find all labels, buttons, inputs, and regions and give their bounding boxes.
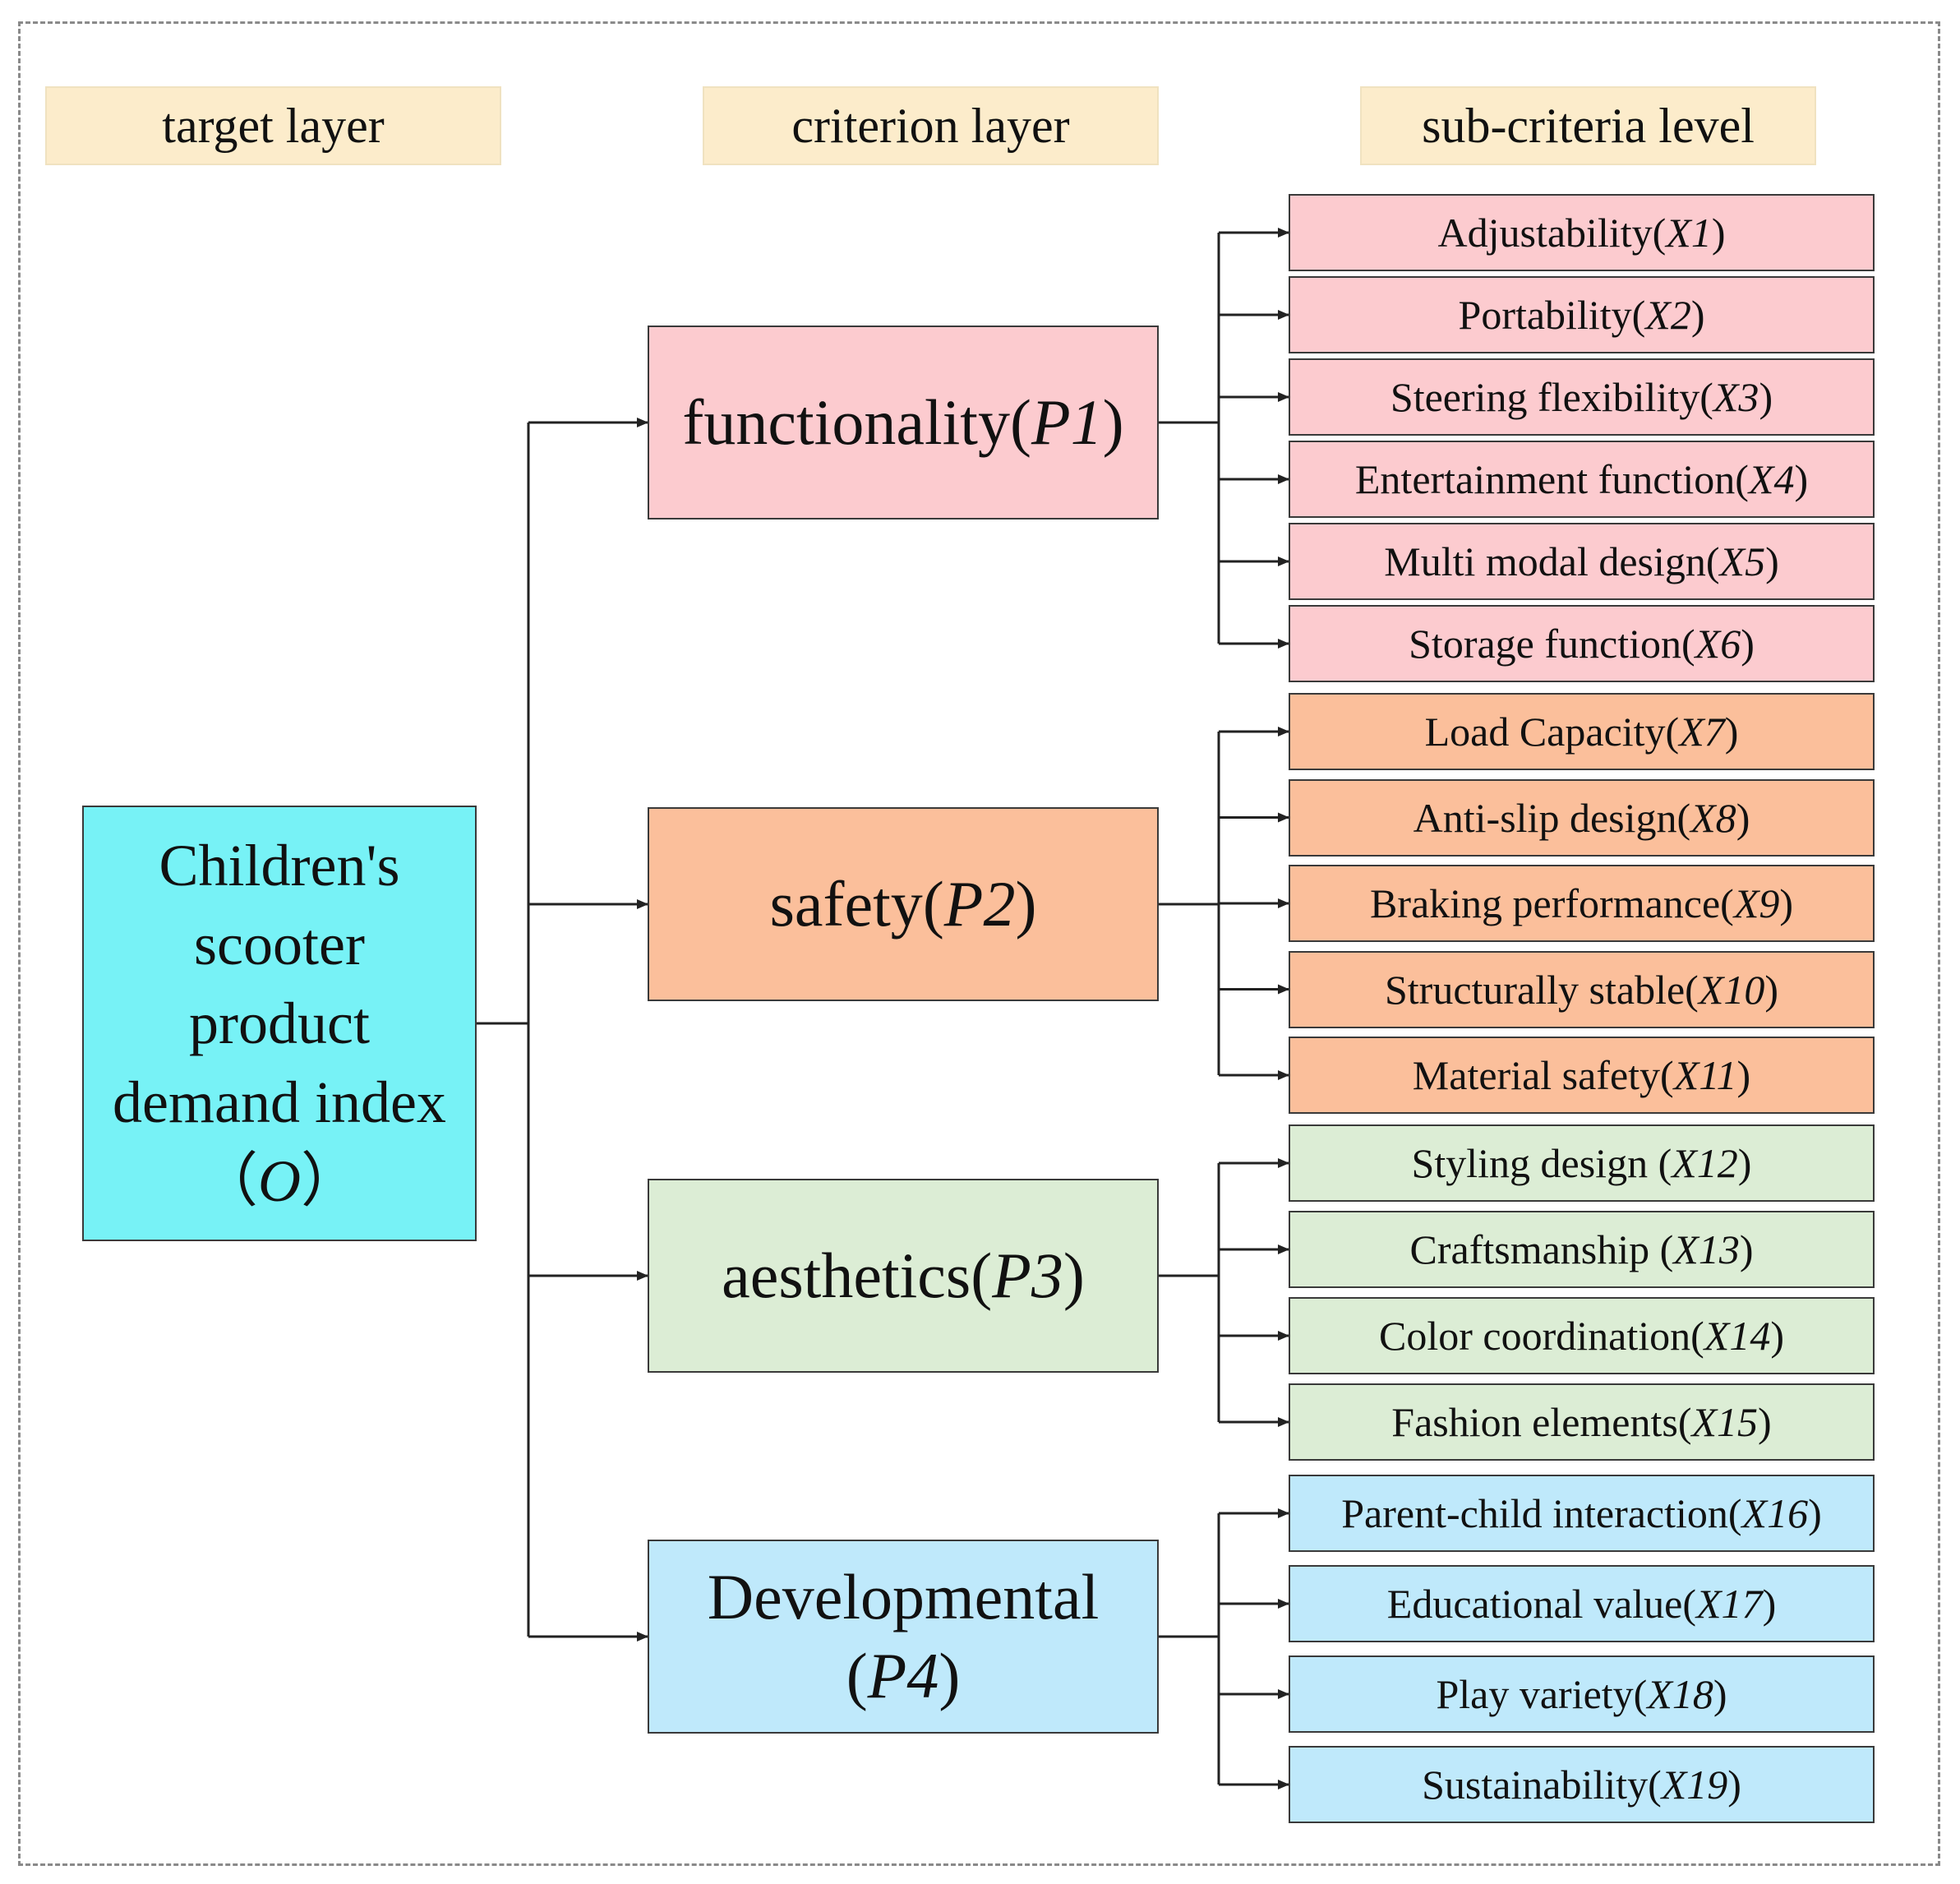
subcriterion-x15: Fashion elements(X15) (1289, 1383, 1875, 1461)
subcriterion-x10: Structurally stable(X10) (1289, 951, 1875, 1028)
criterion-developmental: Developmental (P4) (648, 1540, 1159, 1734)
criterion-label: aesthetics(P3) (722, 1236, 1085, 1315)
criterion-name: safety (769, 868, 923, 940)
subcriterion-name: Structurally stable (1384, 967, 1686, 1013)
subcriterion-code: (X15) (1677, 1399, 1772, 1445)
subcriterion-x2: Portability(X2) (1289, 276, 1875, 353)
subcriterion-name: Multi modal design (1384, 538, 1706, 584)
subcriterion-x14: Color coordination(X14) (1289, 1297, 1875, 1374)
criterion-code: (P4) (846, 1640, 961, 1711)
goal-code-open: （ (198, 1148, 258, 1214)
goal-label-line: Children's (159, 833, 400, 898)
subcriterion-name: Color coordination (1379, 1313, 1691, 1359)
subcriterion-name: Sustainability (1422, 1762, 1649, 1808)
criterion-functionality: functionality(P1) (648, 326, 1159, 519)
subcriterion-name: Anti-slip design (1413, 795, 1677, 841)
subcriterion-name: Entertainment function (1354, 456, 1736, 502)
subcriterion-x9: Braking performance(X9) (1289, 865, 1875, 942)
criterion-safety: safety(P2) (648, 807, 1159, 1001)
subcriterion-name: Play variety (1436, 1671, 1634, 1717)
criterion-code: (P2) (922, 868, 1037, 940)
subcriterion-x13: Craftsmanship (X13) (1289, 1211, 1875, 1288)
goal-code: （O） (199, 1142, 360, 1221)
subcriterion-code: (X1) (1652, 210, 1726, 256)
goal-code-close: ） (301, 1148, 361, 1214)
subcriterion-x3: Steering flexibility(X3) (1289, 358, 1875, 436)
subcriterion-code: (X12) (1658, 1140, 1752, 1186)
subcriterion-name: Portability (1458, 292, 1632, 338)
subcriterion-name: Craftsmanship (1409, 1226, 1660, 1272)
subcriterion-name: Styling design (1411, 1140, 1658, 1186)
subcriterion-name: Adjustability (1437, 210, 1653, 256)
subcriterion-code: (X4) (1735, 456, 1809, 502)
subcriterion-code: (X3) (1699, 374, 1773, 420)
header-criterion-label: criterion layer (791, 98, 1070, 153)
subcriterion-code: (X18) (1633, 1671, 1727, 1717)
criterion-name: Developmental (707, 1561, 1100, 1632)
subcriterion-name: Fashion elements (1391, 1399, 1678, 1445)
subcriterion-code: (X5) (1705, 538, 1779, 584)
subcriterion-x4: Entertainment function(X4) (1289, 441, 1875, 518)
subcriterion-code: (X11) (1660, 1052, 1751, 1098)
subcriterion-name: Storage function (1409, 621, 1681, 667)
criterion-name: functionality (682, 386, 1010, 458)
subcriterion-x6: Storage function(X6) (1289, 605, 1875, 682)
subcriterion-name: Braking performance (1369, 880, 1721, 926)
subcriterion-code: (X16) (1727, 1490, 1822, 1536)
subcriterion-code: (X17) (1682, 1581, 1777, 1627)
subcriterion-x1: Adjustability(X1) (1289, 194, 1875, 271)
subcriterion-x17: Educational value(X17) (1289, 1565, 1875, 1642)
goal-code-letter: O (258, 1148, 301, 1214)
subcriterion-code: (X14) (1690, 1313, 1784, 1359)
subcriterion-x5: Multi modal design(X5) (1289, 523, 1875, 600)
criterion-label: functionality(P1) (682, 383, 1123, 462)
goal-label-line: product (189, 990, 370, 1056)
criterion-code: (P3) (971, 1240, 1085, 1311)
subcriterion-name: Parent-child interaction (1341, 1490, 1728, 1536)
header-target-label: target layer (162, 98, 385, 153)
goal-label-line: demand index (113, 1069, 446, 1135)
dashed-frame (18, 21, 1940, 1866)
subcriterion-x11: Material safety(X11) (1289, 1037, 1875, 1114)
criterion-name: aesthetics (722, 1240, 971, 1311)
goal-node: Children's scooter product demand index … (82, 806, 477, 1241)
subcriterion-code: (X8) (1676, 795, 1750, 841)
subcriterion-x12: Styling design (X12) (1289, 1124, 1875, 1202)
criterion-aesthetics: aesthetics(P3) (648, 1179, 1159, 1373)
subcriterion-x19: Sustainability(X19) (1289, 1746, 1875, 1823)
criterion-code: (P1) (1009, 386, 1124, 458)
subcriterion-x16: Parent-child interaction(X16) (1289, 1475, 1875, 1552)
subcriterion-x7: Load Capacity(X7) (1289, 693, 1875, 770)
subcriterion-name: Steering flexibility (1390, 374, 1700, 420)
criterion-label: safety(P2) (770, 865, 1037, 944)
subcriterion-code: (X10) (1685, 967, 1779, 1013)
subcriterion-code: (X7) (1665, 709, 1739, 755)
subcriterion-code: (X13) (1659, 1226, 1754, 1272)
subcriterion-code: (X19) (1648, 1762, 1741, 1808)
header-subcriteria-label: sub-criteria level (1422, 98, 1755, 153)
subcriterion-name: Load Capacity (1424, 709, 1666, 755)
subcriterion-x18: Play variety(X18) (1289, 1655, 1875, 1733)
subcriterion-code: (X6) (1681, 621, 1755, 667)
header-criterion-layer: criterion layer (703, 86, 1159, 165)
goal-label-line: scooter (194, 912, 365, 977)
subcriterion-name: Educational value (1386, 1581, 1683, 1627)
subcriterion-name: Material safety (1412, 1052, 1661, 1098)
subcriterion-code: (X9) (1720, 880, 1794, 926)
header-target-layer: target layer (45, 86, 501, 165)
subcriterion-x8: Anti-slip design(X8) (1289, 779, 1875, 857)
subcriterion-code: (X2) (1631, 292, 1705, 338)
header-subcriteria-level: sub-criteria level (1360, 86, 1816, 165)
